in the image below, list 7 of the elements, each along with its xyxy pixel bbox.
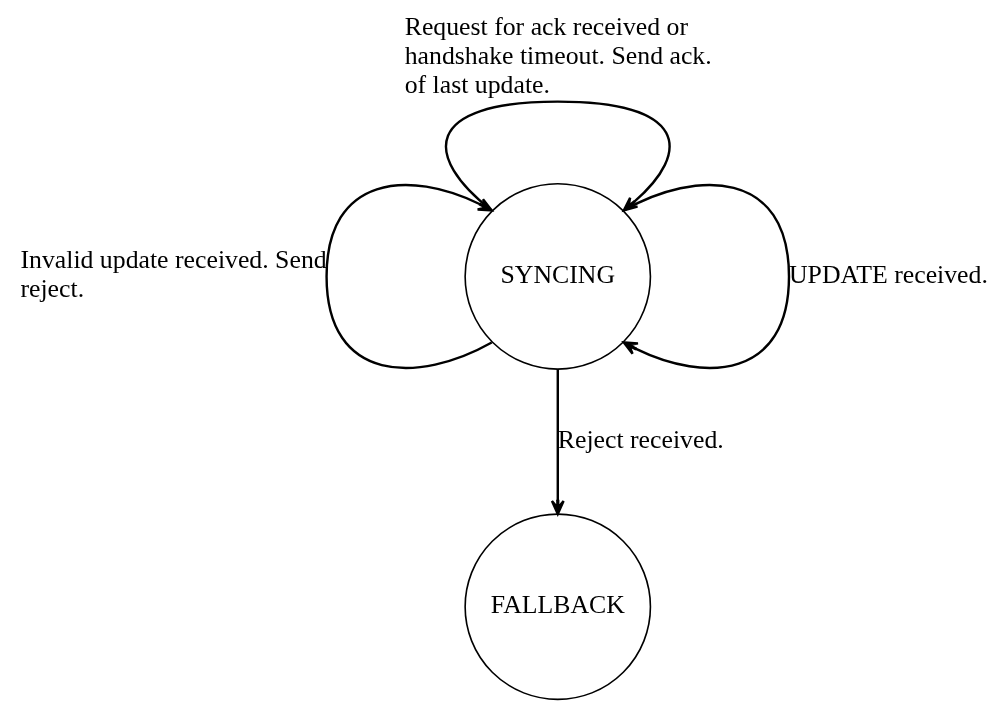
arrow	[550, 369, 565, 516]
node-circle: FALLBACK	[463, 513, 651, 701]
edge-label: Invalid update received. Send reject.	[19, 245, 327, 304]
node-circle: SYNCING	[463, 183, 651, 370]
arrow	[324, 183, 493, 369]
edge-label: Reject received.	[557, 424, 724, 454]
edge-label: Request for ack received or handshake timeout. Send ack. of last update.	[404, 12, 712, 100]
